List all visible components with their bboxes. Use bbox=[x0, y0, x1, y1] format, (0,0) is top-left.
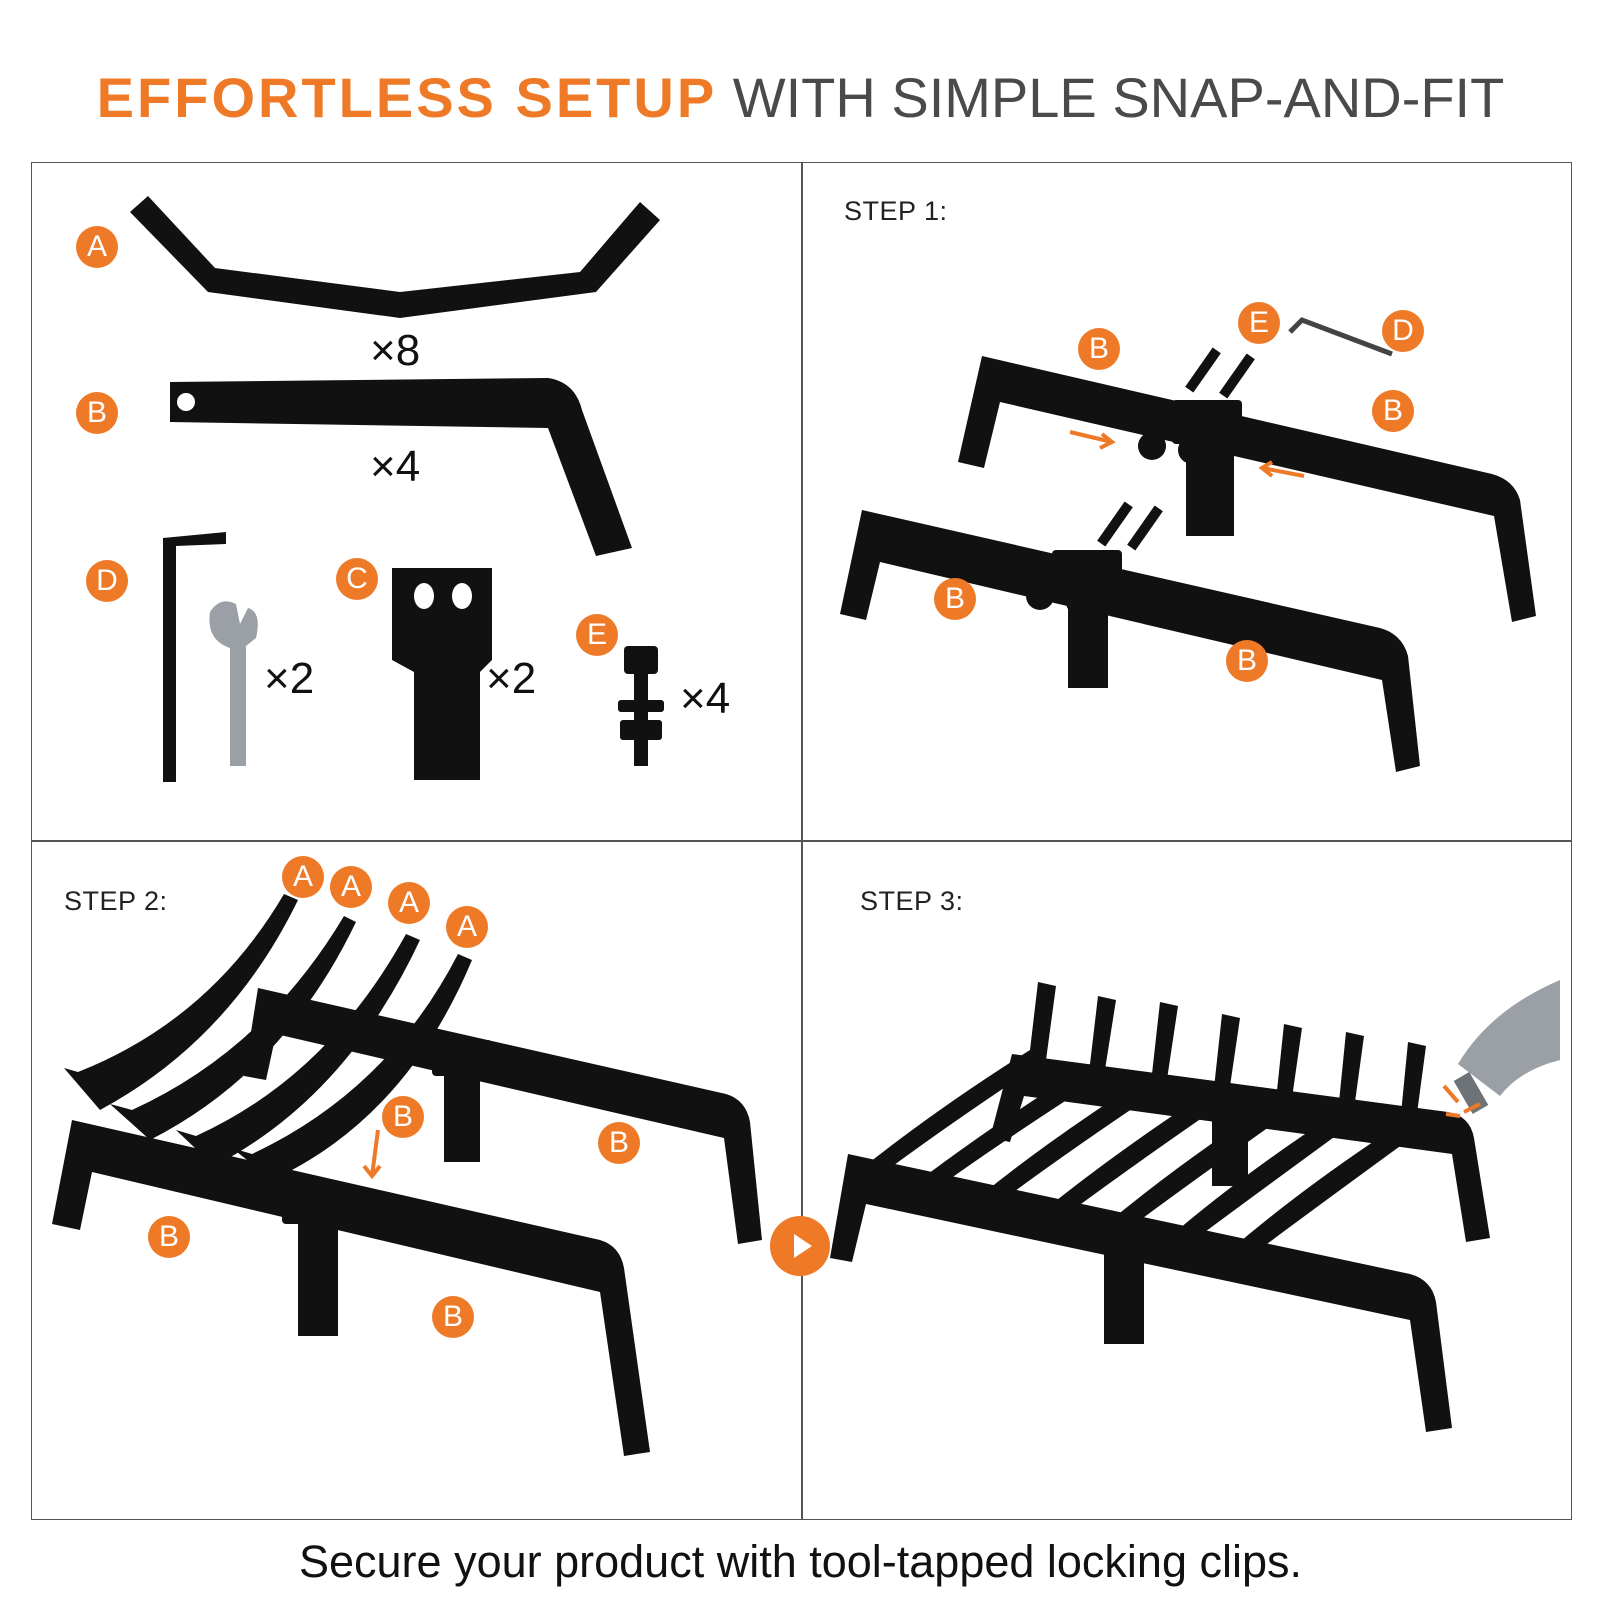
qty-part-e: ×4 bbox=[680, 674, 731, 723]
wrench-icon bbox=[209, 601, 258, 766]
hammer-icon bbox=[1453, 980, 1560, 1114]
headline: EFFORTLESS SETUP WITH SIMPLE SNAP-AND-FI… bbox=[0, 62, 1601, 134]
step2-arrow bbox=[362, 1129, 382, 1180]
step1-badge-d: D bbox=[1382, 310, 1424, 352]
step1-hex-key bbox=[1288, 317, 1393, 357]
grid-divider-horizontal bbox=[31, 840, 1572, 842]
qty-part-b: ×4 bbox=[370, 442, 421, 491]
step2-badge-a1: A bbox=[282, 856, 324, 898]
headline-bold: EFFORTLESS SETUP bbox=[96, 66, 718, 129]
step1-bars bbox=[840, 347, 1536, 772]
part-b-bar bbox=[170, 378, 632, 556]
part-e-bolt bbox=[618, 646, 664, 766]
step2-label: STEP 2: bbox=[64, 886, 168, 916]
step1-badge-e: E bbox=[1238, 302, 1280, 344]
step3-grate bbox=[830, 982, 1490, 1432]
headline-rest: WITH SIMPLE SNAP-AND-FIT bbox=[732, 66, 1505, 129]
qty-part-c: ×2 bbox=[486, 654, 537, 703]
step2-badge-a3: A bbox=[388, 882, 430, 924]
part-c-bracket bbox=[392, 568, 492, 780]
badge-part-c: C bbox=[336, 558, 378, 600]
step1-badge-b3: B bbox=[934, 578, 976, 620]
qty-part-d: ×2 bbox=[264, 654, 315, 703]
hex-key-icon bbox=[163, 532, 226, 782]
play-arrow-icon bbox=[794, 1234, 812, 1258]
badge-part-e: E bbox=[576, 614, 618, 656]
next-step-play-button[interactable] bbox=[770, 1216, 830, 1276]
step2-badge-a2: A bbox=[330, 866, 372, 908]
step1-arrows bbox=[1069, 430, 1305, 478]
step2-badge-a4: A bbox=[446, 906, 488, 948]
step1-badge-b1: B bbox=[1078, 328, 1120, 370]
step2-badge-b3: B bbox=[148, 1216, 190, 1258]
step3-tap-marks bbox=[1442, 1084, 1481, 1118]
step2-badge-b4: B bbox=[432, 1296, 474, 1338]
step1-badge-b2: B bbox=[1372, 390, 1414, 432]
badge-part-b: B bbox=[76, 392, 118, 434]
step2-badge-b2: B bbox=[598, 1122, 640, 1164]
step2-badge-b1: B bbox=[382, 1096, 424, 1138]
qty-part-a: ×8 bbox=[370, 326, 421, 375]
step2-grate bbox=[52, 894, 762, 1456]
footer-caption: Secure your product with tool-tapped loc… bbox=[298, 1536, 1303, 1587]
step1-badge-b4: B bbox=[1226, 640, 1268, 682]
badge-part-d: D bbox=[86, 560, 128, 602]
step3-label: STEP 3: bbox=[860, 886, 964, 916]
step1-label: STEP 1: bbox=[844, 196, 948, 226]
badge-part-a: A bbox=[76, 226, 118, 268]
part-a-bar bbox=[130, 196, 660, 318]
